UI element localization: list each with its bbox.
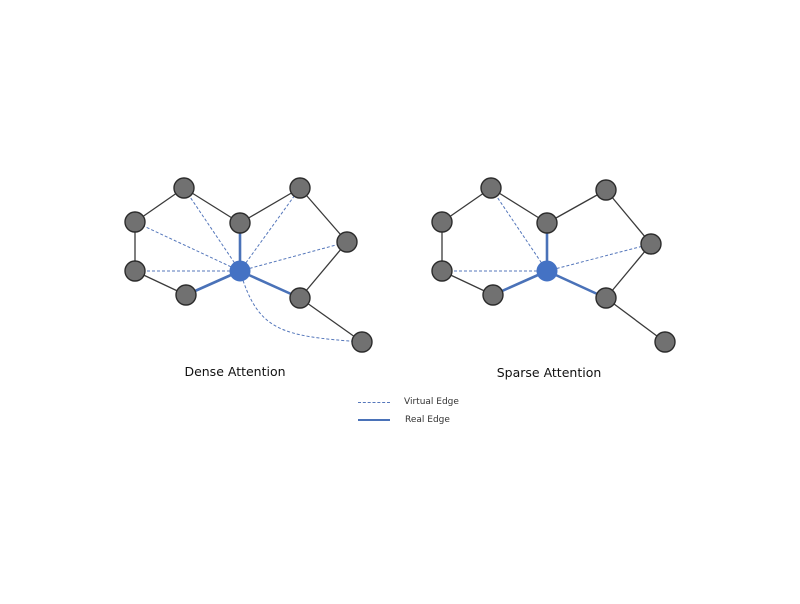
real-edge-hub-h — [239, 269, 301, 300]
graph-node-b — [289, 177, 311, 199]
graph-node-a — [173, 177, 195, 199]
virtual-edge-hub-a — [490, 187, 548, 272]
dense-attention-graph — [124, 177, 373, 353]
graph-edge-d-b — [546, 189, 607, 224]
graph-node-b — [595, 179, 617, 201]
graph-node-a — [480, 177, 502, 199]
graph-edge-a-d — [183, 187, 241, 224]
real-edge-label: Real Edge — [405, 415, 450, 425]
virtual-edge-hub-e — [239, 241, 348, 272]
graph-node-e — [640, 233, 662, 255]
graph-node-f — [124, 260, 146, 282]
graph-node-i — [351, 331, 373, 353]
graph-node-g — [482, 284, 504, 306]
hub-node — [229, 260, 251, 282]
graph-node-c — [124, 211, 146, 233]
graph-edge-a-d — [490, 187, 548, 224]
sparse-attention-caption: Sparse Attention — [496, 365, 602, 380]
graph-node-d — [536, 212, 558, 234]
sparse-attention-graph — [431, 177, 676, 353]
graph-node-f — [431, 260, 453, 282]
graph-edge-e-h — [299, 241, 348, 299]
graph-edge-h-i — [299, 297, 363, 343]
real-edge-swatch — [358, 419, 390, 421]
graph-node-g — [175, 284, 197, 306]
virtual-edge-hub-a — [183, 187, 241, 272]
hub-node — [536, 260, 558, 282]
virtual-edge-hub-c — [134, 221, 241, 272]
virtual-edge-hub-b — [239, 187, 301, 272]
graph-edge-b-e — [299, 187, 348, 243]
graph-node-h — [595, 287, 617, 309]
graph-node-d — [229, 212, 251, 234]
real-edge-hub-h — [546, 269, 607, 300]
dense-attention-caption: Dense Attention — [184, 364, 286, 379]
virtual-edge-label: Virtual Edge — [404, 397, 459, 407]
virtual-edge-swatch — [358, 402, 390, 403]
graph-node-h — [289, 287, 311, 309]
graph-edge-b-e — [605, 189, 652, 245]
graph-edge-e-h — [605, 243, 652, 299]
graph-node-c — [431, 211, 453, 233]
graph-edge-h-i — [605, 297, 666, 343]
graph-node-e — [336, 231, 358, 253]
graph-node-i — [654, 331, 676, 353]
virtual-edge-hub-e — [546, 243, 652, 272]
graph-edge-d-b — [239, 187, 301, 224]
